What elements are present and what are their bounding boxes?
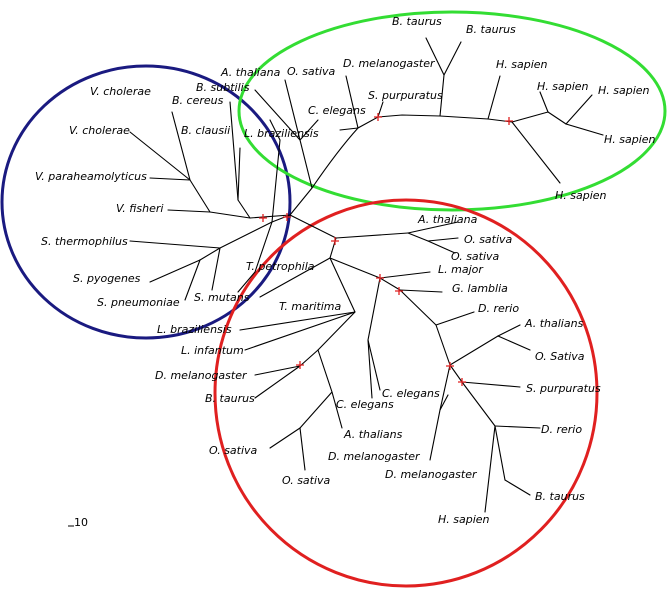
taxon-label: H. sapien — [537, 80, 589, 93]
node-marker — [374, 113, 382, 121]
taxon-label: T. maritima — [279, 300, 342, 313]
taxon-label: S. purpuratus — [368, 89, 443, 102]
taxon-label: B. taurus — [392, 15, 442, 28]
taxon-label: H. sapien — [598, 84, 650, 97]
taxon-label: D. rerio — [478, 302, 519, 315]
taxon-label: O. sativa — [451, 250, 500, 263]
taxon-label: S. pneumoniae — [97, 296, 180, 309]
taxon-label: B. cereus — [172, 94, 224, 107]
taxon-label: S. mutans — [194, 291, 250, 304]
taxon-label: O. Sativa — [535, 350, 585, 363]
taxon-label: A. thaliana — [417, 213, 478, 226]
left-clade-ellipse — [0, 64, 292, 340]
taxon-label: C. elegans — [336, 398, 394, 411]
top-clade-ellipse — [237, 10, 667, 212]
taxon-label: S. purpuratus — [526, 382, 601, 395]
taxon-label: S. pyogenes — [73, 272, 141, 285]
taxon-label: O. sativa — [464, 233, 513, 246]
taxon-label: L. major — [438, 263, 484, 276]
node-marker — [376, 274, 384, 282]
node-markers — [259, 113, 513, 386]
node-marker — [331, 237, 339, 245]
bottom-clade-ellipse — [213, 198, 599, 588]
taxon-label: T. petrophila — [246, 260, 315, 273]
taxon-label: D. melanogaster — [155, 369, 248, 382]
taxon-label: C. elegans — [308, 104, 366, 117]
taxon-label: D. rerio — [541, 423, 582, 436]
taxon-label: V. cholerae — [69, 124, 130, 137]
taxon-label: B. clausii — [181, 124, 230, 137]
node-marker — [505, 117, 513, 125]
taxon-label: V. cholerae — [90, 85, 151, 98]
node-marker — [296, 361, 304, 369]
taxon-label: B. taurus — [466, 23, 516, 36]
node-marker — [259, 214, 267, 222]
taxon-label: B. subtilis — [196, 81, 250, 94]
taxon-label: H. sapien — [604, 133, 656, 146]
taxon-label: L. infantum — [181, 344, 244, 357]
taxon-label: D. melanogaster — [385, 468, 478, 481]
scale-bar: 10 — [68, 516, 88, 529]
node-marker — [283, 213, 291, 221]
node-marker — [446, 362, 454, 370]
taxon-label: B. taurus — [535, 490, 585, 503]
node-marker — [458, 378, 466, 386]
taxon-labels: B. taurus B. taurus H. sapien H. sapien … — [35, 15, 656, 526]
tree-branches — [129, 37, 604, 513]
taxon-label: O. sativa — [282, 474, 331, 487]
taxon-label: V. fisheri — [116, 202, 163, 215]
taxon-label: C. elegans — [382, 387, 440, 400]
taxon-label: H. sapien — [555, 189, 607, 202]
taxon-label: A. thalians — [343, 428, 403, 441]
taxon-label: O. sativa — [287, 65, 336, 78]
taxon-label: A. thalians — [524, 317, 584, 330]
clade-ellipses — [0, 10, 667, 588]
taxon-label: H. sapien — [438, 513, 490, 526]
taxon-label: H. sapien — [496, 58, 548, 71]
taxon-label: O. sativa — [209, 444, 258, 457]
taxon-label: L. braziliensis — [244, 127, 319, 140]
taxon-label: D. melanogaster — [328, 450, 421, 463]
taxon-label: V. paraheamolyticus — [35, 170, 147, 183]
taxon-label: B. taurus — [205, 392, 255, 405]
scale-bar-label: 10 — [74, 516, 88, 529]
taxon-label: D. melanogaster — [343, 57, 436, 70]
taxon-label: L. braziliensis — [157, 323, 232, 336]
node-marker — [395, 287, 403, 295]
taxon-label: G. lamblia — [452, 282, 508, 295]
taxon-label: S. thermophilus — [41, 235, 128, 248]
taxon-label: A. thaliana — [220, 66, 281, 79]
